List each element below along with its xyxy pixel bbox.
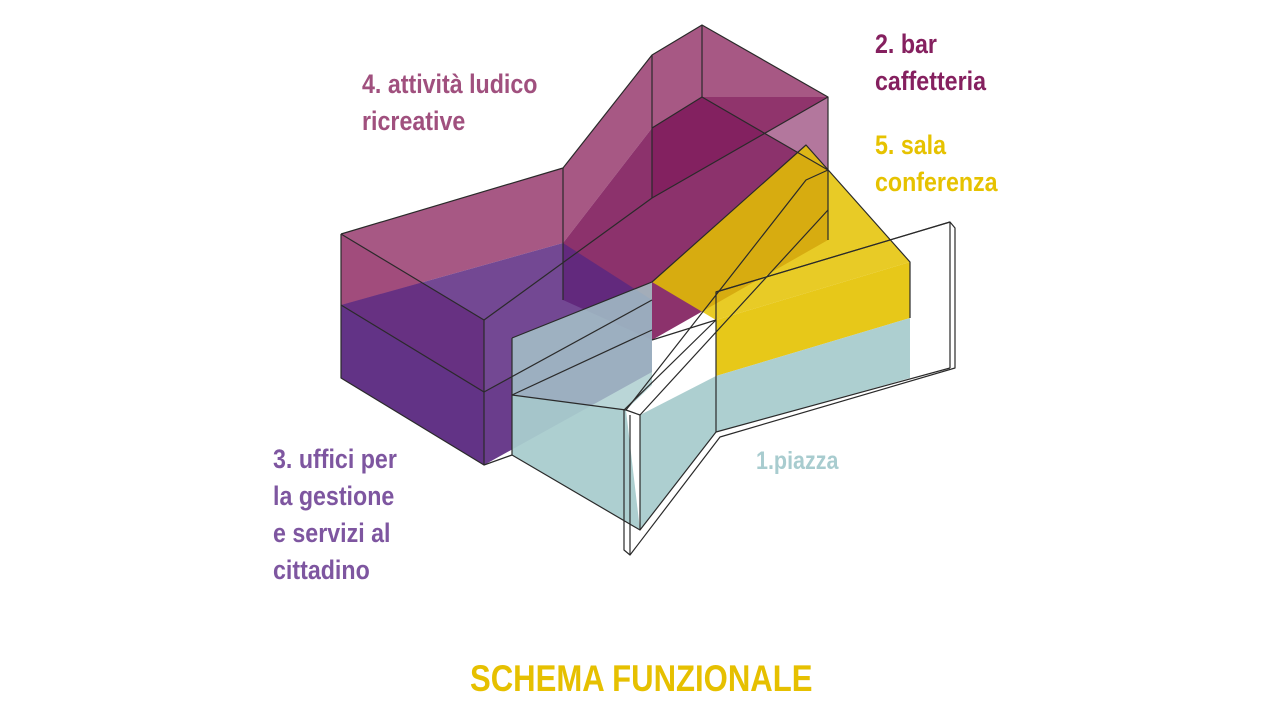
label-uffici-line-4: cittadino bbox=[273, 555, 370, 585]
label-ludico-line-2: ricreative bbox=[362, 106, 466, 136]
label-attivita-ludico-ricreative: 4. attività ludico ricreative bbox=[362, 66, 537, 140]
label-piazza-line-1: 1.piazza bbox=[756, 447, 839, 475]
label-bar-line-2: caffetteria bbox=[875, 66, 986, 96]
piazza-back-face bbox=[716, 318, 910, 432]
label-piazza: 1.piazza bbox=[756, 443, 838, 480]
piazza-right-face bbox=[640, 376, 716, 530]
piazza-left-face bbox=[512, 282, 652, 410]
label-bar-line-1: 2. bar bbox=[875, 29, 937, 59]
ludico-left-face bbox=[341, 55, 652, 305]
volume-piazza bbox=[512, 282, 910, 530]
label-bar-caffetteria: 2. bar caffetteria bbox=[875, 26, 986, 100]
label-uffici-line-3: e servizi al bbox=[273, 518, 391, 548]
edge-lines bbox=[340, 24, 956, 556]
piazza-front-face bbox=[512, 395, 640, 530]
sala-front-face bbox=[716, 262, 910, 376]
bar-face bbox=[563, 97, 828, 340]
uffici-top-face bbox=[341, 243, 652, 392]
label-ludico-line-1: 4. attività ludico bbox=[362, 69, 538, 99]
label-uffici-line-2: la gestione bbox=[273, 481, 395, 511]
label-uffici: 3. uffici per la gestione e servizi al c… bbox=[273, 441, 397, 589]
uffici-front-face bbox=[341, 305, 484, 465]
sala-slope-face bbox=[652, 145, 910, 320]
volume-sala-conferenza bbox=[652, 145, 910, 376]
label-sala-conferenza: 5. sala conferenza bbox=[875, 127, 998, 201]
label-uffici-line-1: 3. uffici per bbox=[273, 444, 397, 474]
label-sala-line-2: conferenza bbox=[875, 167, 998, 197]
diagram-title: SCHEMA FUNZIONALE bbox=[470, 658, 813, 699]
label-sala-line-1: 5. sala bbox=[875, 130, 947, 160]
